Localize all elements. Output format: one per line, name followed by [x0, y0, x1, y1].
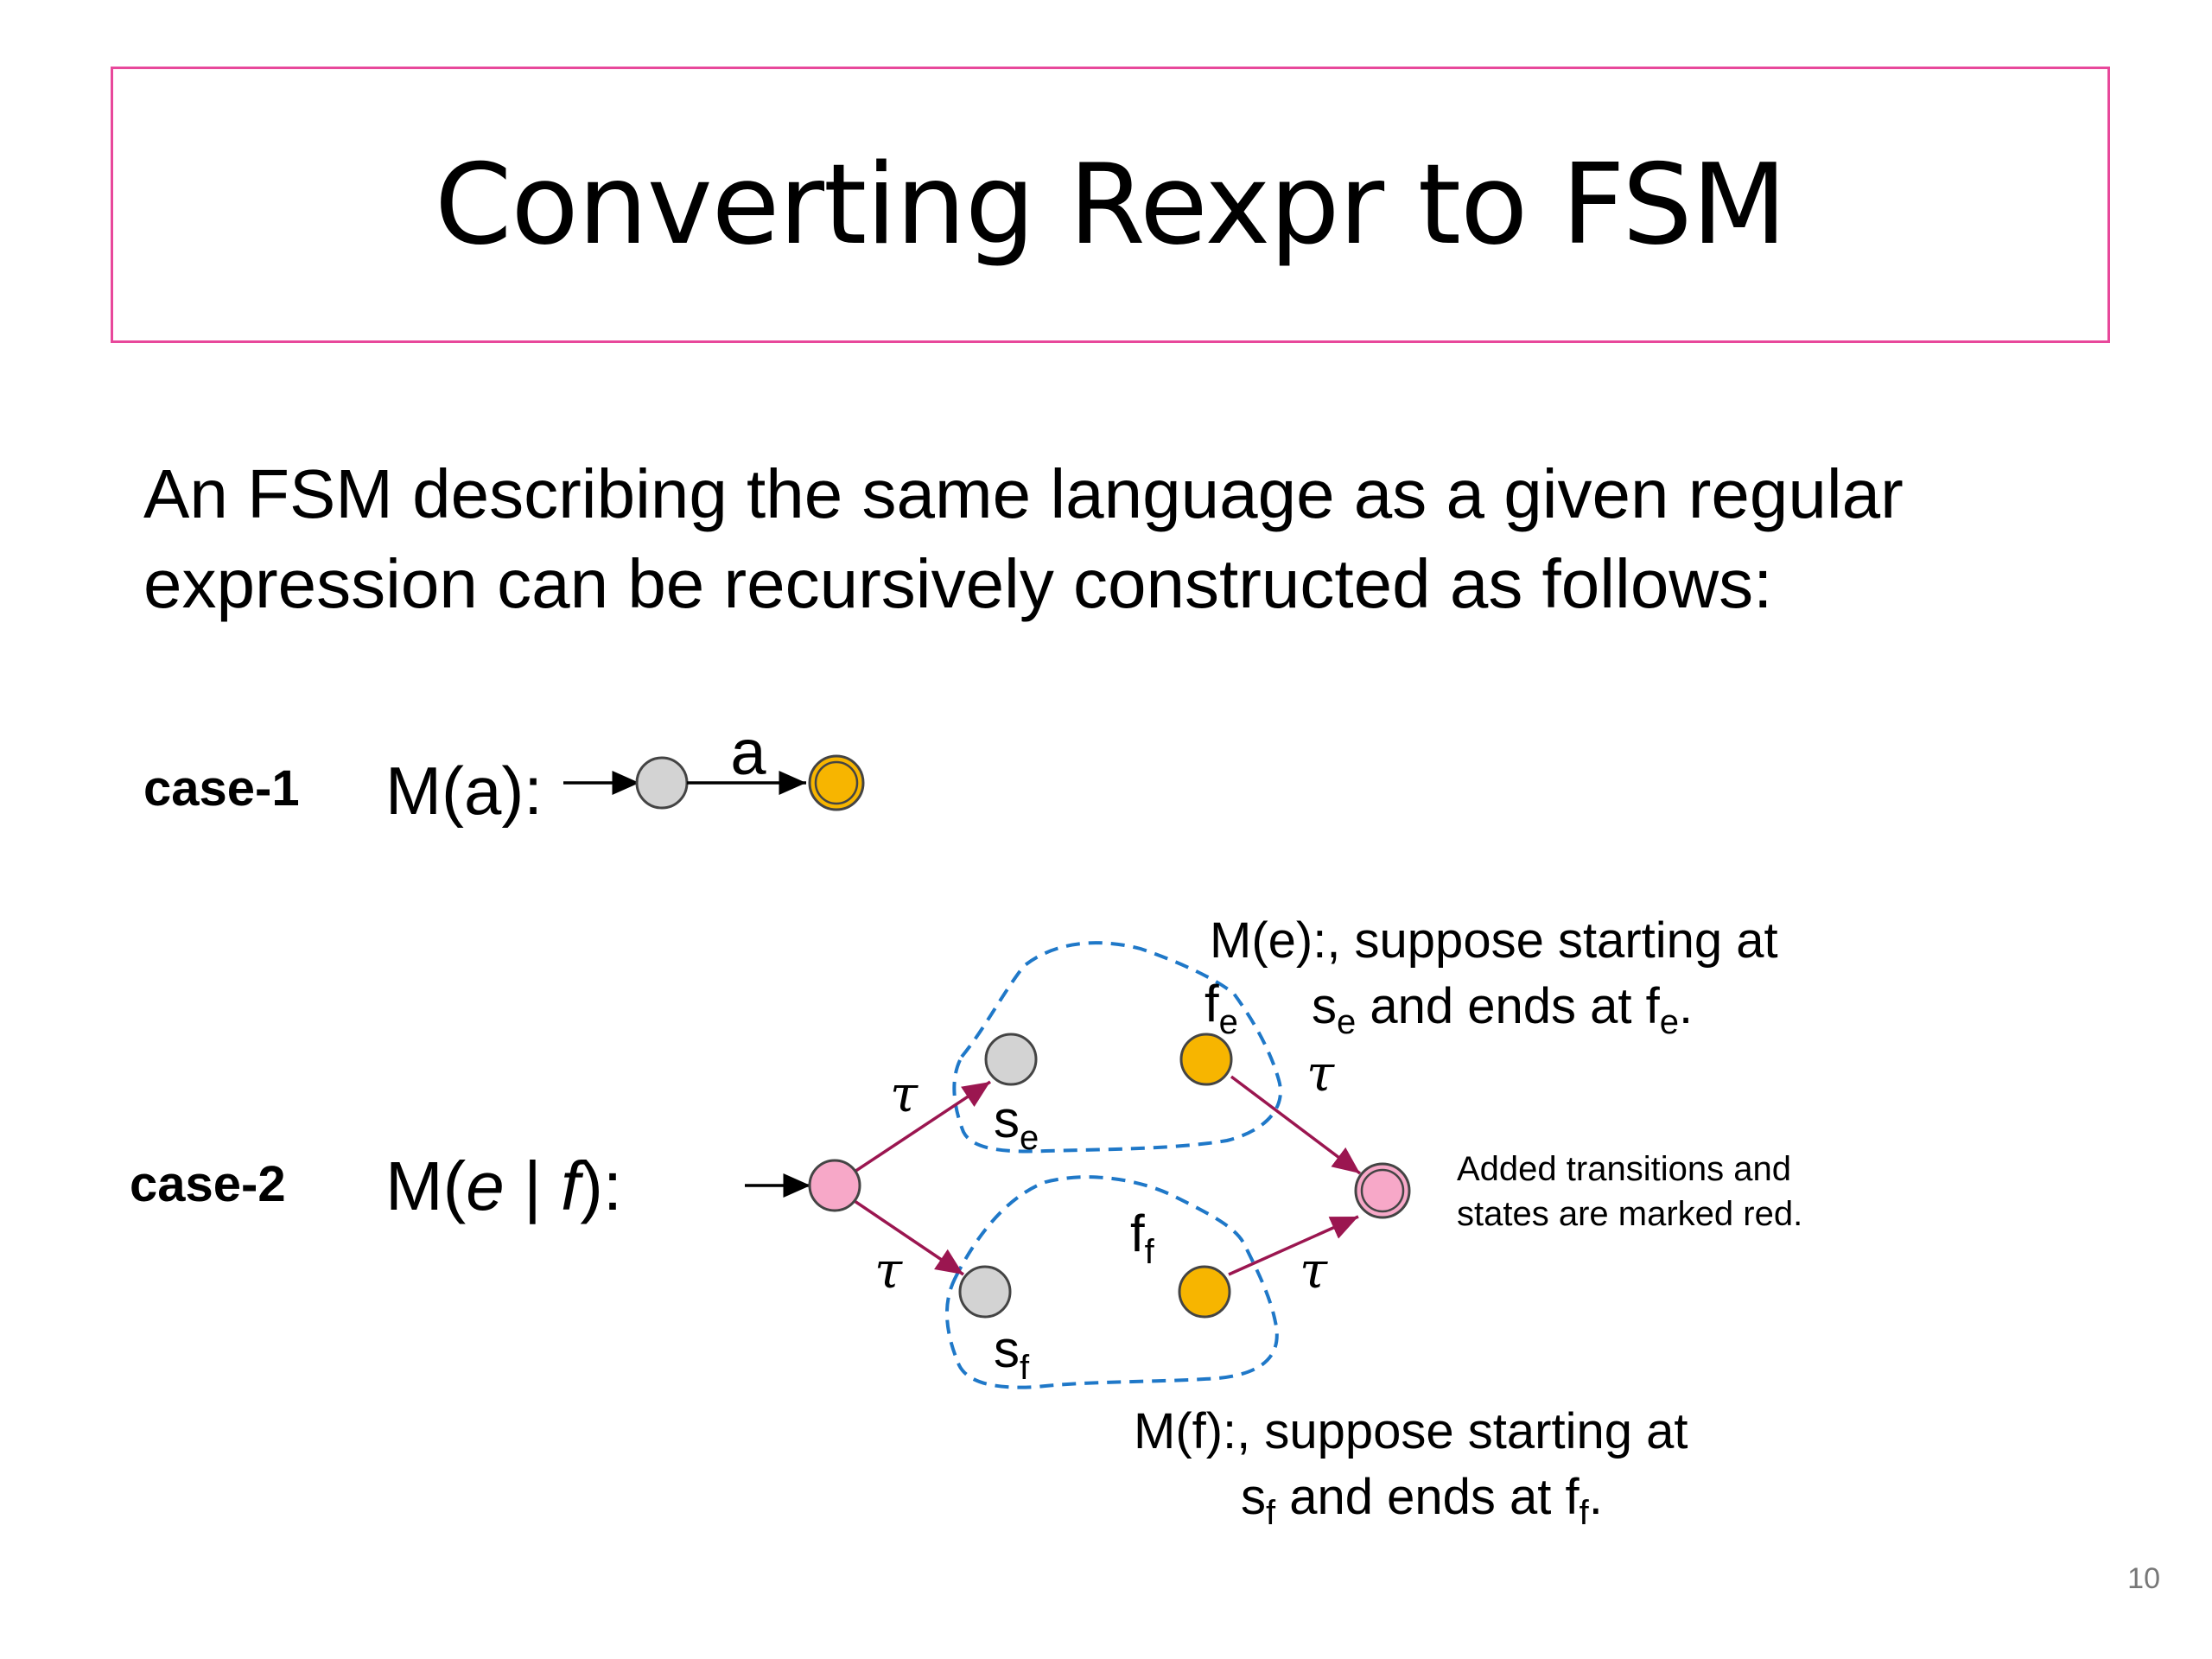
added-note-line2: states are marked red.: [1457, 1195, 1802, 1233]
title-box: Converting Rexpr to FSM: [111, 67, 2110, 343]
case2-new-accept-state-inner: [1360, 1168, 1405, 1213]
case2-new-start-state: [808, 1159, 861, 1212]
tau-to-se-transition: [854, 1080, 991, 1173]
sf-label: sf: [994, 1320, 1030, 1387]
case2-expr-suffix: ):: [580, 1147, 622, 1224]
case1-accept-state-inner: [814, 760, 859, 805]
mf-note-line1: M(f):, suppose starting at: [1134, 1403, 1688, 1459]
tau-label-se: τ: [890, 1065, 918, 1123]
sf-state: [958, 1265, 1012, 1319]
slide-title: Converting Rexpr to FSM: [435, 140, 1787, 270]
fe-label: fe: [1205, 975, 1238, 1041]
mf-note-line2: sf and ends at ff.: [1241, 1469, 1603, 1532]
page-number: 10: [2127, 1562, 2160, 1595]
se-label: se: [994, 1090, 1039, 1157]
tau-label-fe: τ: [1306, 1044, 1335, 1103]
case1-transition-label: a: [730, 716, 766, 788]
me-note-line1: M(e):, suppose starting at: [1210, 912, 1778, 969]
added-note-line1: Added transitions and: [1457, 1150, 1791, 1188]
case2-expr-prefix: M(: [385, 1147, 467, 1224]
fe-state: [1179, 1033, 1233, 1086]
case2-expr-bar: |: [505, 1147, 561, 1224]
me-dashed-boundary: [952, 941, 1282, 1154]
intro-line-2: expression can be recursively constructe…: [143, 545, 1773, 622]
case2-new-accept-state-outer: [1354, 1162, 1411, 1219]
ff-label: ff: [1130, 1205, 1155, 1271]
case1-expr: M(a):: [385, 753, 543, 829]
case2-expr: M(e | f):: [385, 1147, 622, 1224]
intro-paragraph: An FSM describing the same language as a…: [143, 449, 2131, 629]
tau-label-sf: τ: [874, 1241, 903, 1300]
tau-to-sf-transition: [854, 1199, 964, 1276]
case2-expr-e: e: [466, 1147, 505, 1224]
tau-from-fe-transition: [1230, 1075, 1362, 1175]
se-state: [984, 1033, 1038, 1086]
tau-from-ff-transition: [1228, 1215, 1359, 1276]
intro-line-1: An FSM describing the same language as a…: [143, 455, 1904, 532]
me-note-line2: se and ends at fe.: [1312, 978, 1693, 1041]
case1-start-state: [635, 756, 689, 810]
tau-label-ff: τ: [1300, 1241, 1328, 1300]
case2-label: case-2: [130, 1156, 286, 1212]
case1-label: case-1: [143, 760, 300, 817]
mf-dashed-boundary: [945, 1175, 1279, 1389]
ff-state: [1178, 1265, 1231, 1319]
case1-accept-state-outer: [808, 754, 865, 811]
